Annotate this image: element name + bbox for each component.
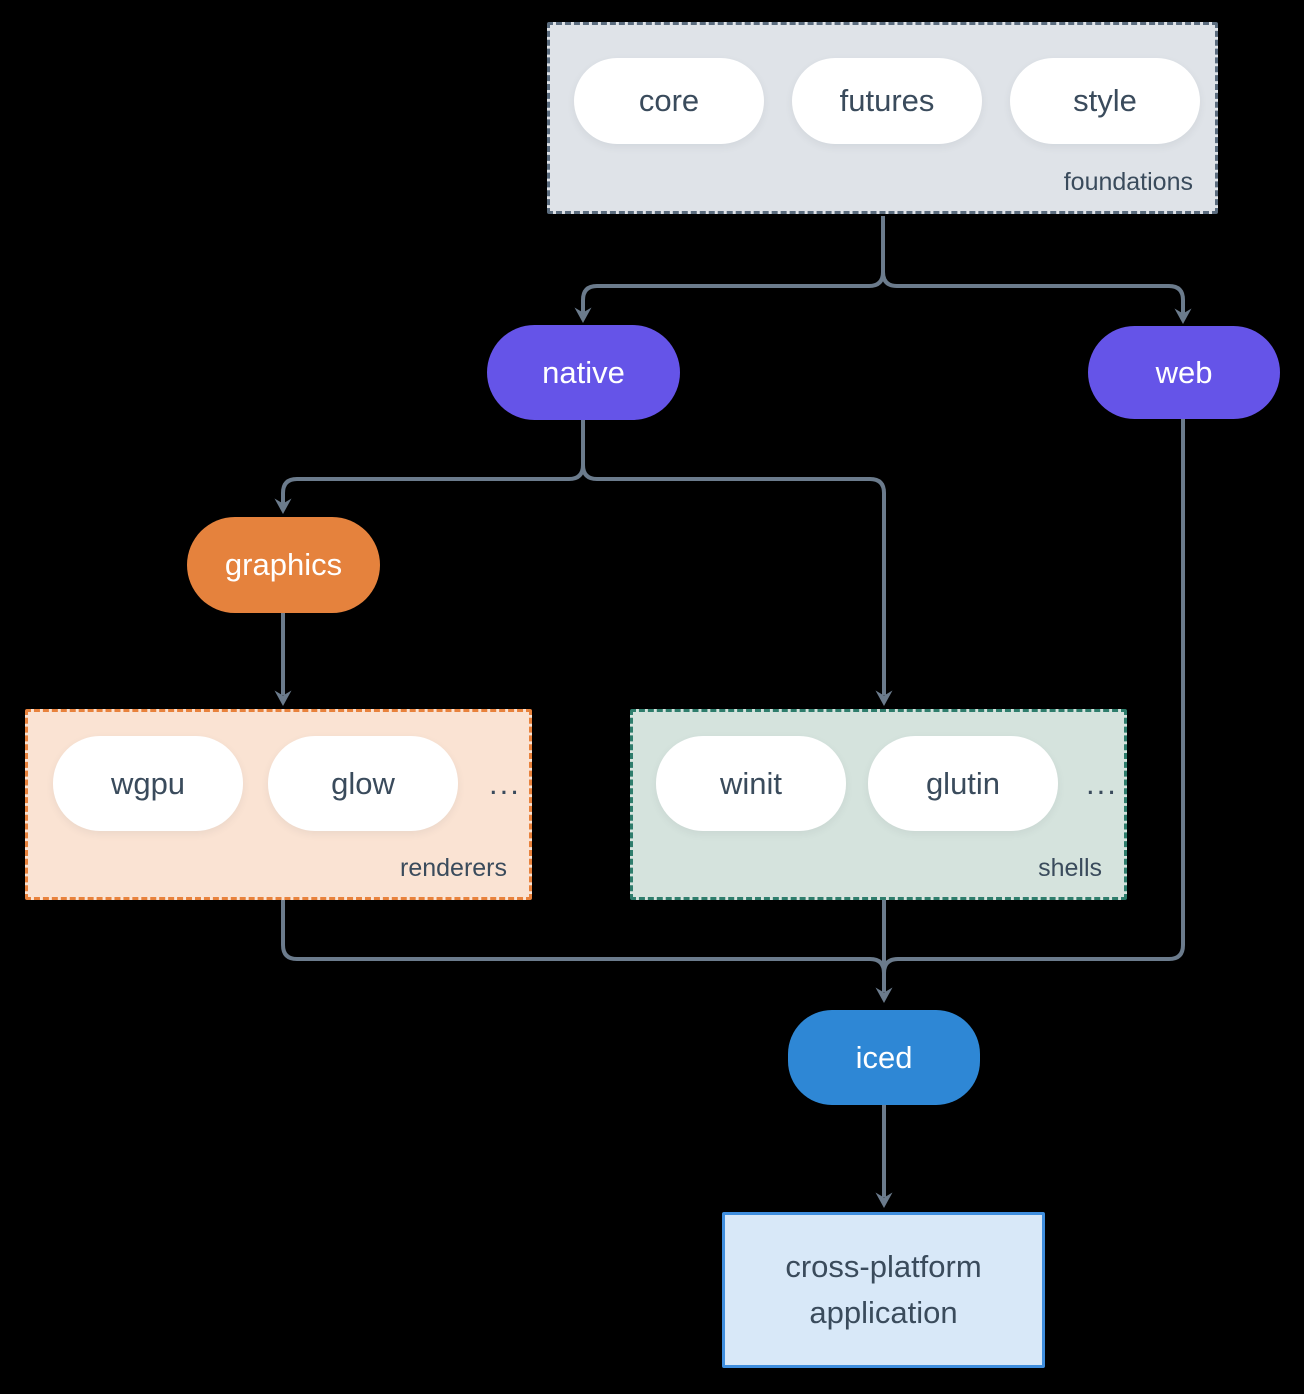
shells-group: winit glutin ... shells xyxy=(630,709,1127,900)
edge-native-graphics xyxy=(281,420,585,504)
cross-platform-application-box: cross-platform application xyxy=(722,1212,1045,1368)
shells-ellipsis: ... xyxy=(1086,765,1118,801)
shells-pill-row: winit glutin ... xyxy=(633,712,1124,831)
node-graphics: graphics xyxy=(187,517,380,613)
renderers-pill-row: wgpu glow ... xyxy=(28,712,529,831)
arrowhead-icon xyxy=(1174,308,1192,324)
crate-pill-winit: winit xyxy=(656,736,846,831)
edge-foundations-native xyxy=(581,216,885,313)
foundations-group: core futures style foundations xyxy=(547,22,1218,214)
crate-pill-glow: glow xyxy=(268,736,458,831)
arrowhead-icon xyxy=(274,498,292,514)
arrowhead-icon xyxy=(875,690,893,706)
crate-pill-style: style xyxy=(1010,58,1200,144)
crate-pill-wgpu: wgpu xyxy=(53,736,243,831)
edge-foundations-web xyxy=(881,216,1185,314)
node-iced: iced xyxy=(788,1010,980,1105)
renderers-group: wgpu glow ... renderers xyxy=(25,709,532,900)
crate-pill-glutin: glutin xyxy=(868,736,1058,831)
edge-native-shells xyxy=(581,420,886,695)
crate-pill-core: core xyxy=(574,58,764,144)
foundations-pill-row: core futures style xyxy=(550,25,1215,144)
arrowhead-icon xyxy=(574,307,592,323)
renderers-group-label: renderers xyxy=(400,854,507,882)
arrowhead-icon xyxy=(875,987,893,1003)
arrowhead-icon xyxy=(274,690,292,706)
crate-pill-futures: futures xyxy=(792,58,982,144)
foundations-group-label: foundations xyxy=(1063,168,1193,196)
node-native: native xyxy=(487,325,680,420)
renderers-ellipsis: ... xyxy=(489,765,521,801)
edge-web-iced xyxy=(882,419,1185,992)
arrowhead-icon xyxy=(875,1192,893,1208)
edge-renderers-iced xyxy=(281,900,886,992)
shells-group-label: shells xyxy=(1038,854,1102,882)
node-web: web xyxy=(1088,326,1280,419)
